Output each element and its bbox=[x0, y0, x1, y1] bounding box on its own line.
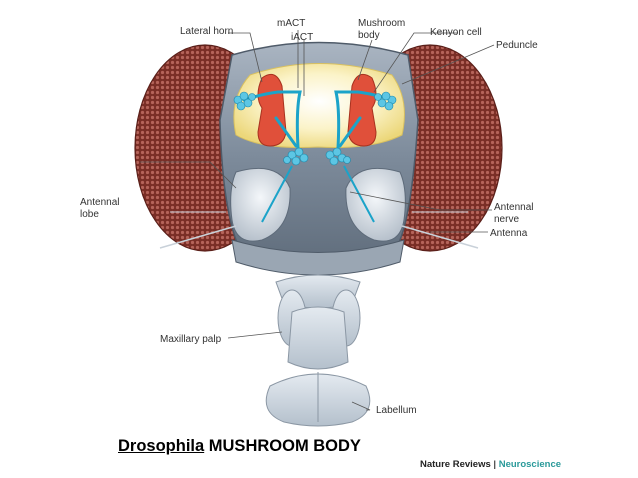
credit-separator: | bbox=[490, 459, 499, 470]
left-mushroom-body bbox=[257, 73, 287, 147]
label-antennal-lobe-2: lobe bbox=[80, 209, 99, 220]
label-mushroom-body-2: body bbox=[358, 30, 380, 41]
kenyon-cell-clusters bbox=[233, 91, 397, 111]
head-rim bbox=[231, 239, 405, 276]
proboscis bbox=[265, 274, 371, 427]
label-kenyon-cell: Kenyon cell bbox=[430, 27, 482, 38]
label-iact: iACT bbox=[291, 32, 313, 43]
label-antenna: Antenna bbox=[490, 228, 528, 239]
label-labellum: Labellum bbox=[376, 405, 417, 416]
leader-lines bbox=[140, 30, 495, 411]
label-maxillary-palp: Maxillary palp bbox=[160, 334, 222, 345]
figure-caption: Drosophila MUSHROOM BODY bbox=[118, 437, 361, 456]
credit-journal: Neuroscience bbox=[498, 459, 562, 470]
label-antennal-nerve-2: nerve bbox=[494, 214, 519, 225]
right-mushroom-body bbox=[347, 73, 377, 147]
credit-publisher: Nature Reviews bbox=[420, 459, 491, 470]
label-antennal-lobe: Antennal bbox=[80, 197, 119, 208]
label-mact: mACT bbox=[277, 18, 305, 29]
glomeruli-clusters bbox=[283, 147, 351, 166]
label-lateral-horn: Lateral horn bbox=[180, 26, 233, 37]
right-antenna bbox=[343, 165, 479, 249]
label-antennal-nerve: Antennal bbox=[494, 202, 533, 213]
source-credit: Nature Reviews | Neuroscience bbox=[420, 459, 561, 470]
label-peduncle: Peduncle bbox=[496, 40, 538, 51]
caption-species: Drosophila bbox=[118, 437, 205, 455]
label-mushroom-body: Mushroom bbox=[358, 18, 405, 29]
caption-title: MUSHROOM BODY bbox=[204, 437, 361, 455]
left-antenna bbox=[159, 165, 293, 249]
